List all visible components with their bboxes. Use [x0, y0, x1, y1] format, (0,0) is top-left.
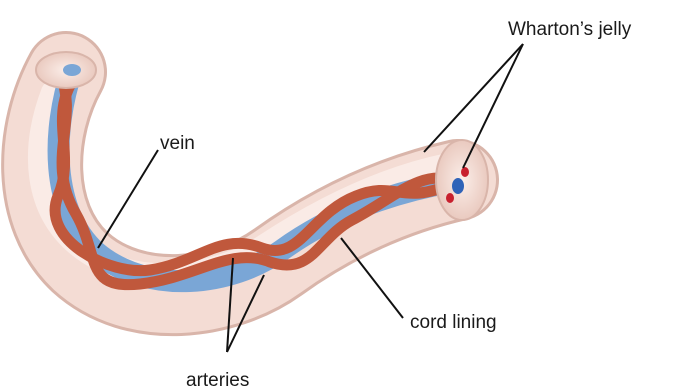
label-cord-lining: cord lining — [410, 313, 497, 332]
label-whartons-jelly: Wharton’s jelly — [508, 20, 631, 39]
cross-section-artery-1 — [461, 167, 469, 177]
label-vein: vein — [160, 134, 195, 153]
cross-section-vein — [452, 178, 464, 194]
label-arteries: arteries — [186, 371, 249, 390]
leader-line-vein — [98, 150, 158, 248]
leader-line-whartons-2 — [463, 44, 523, 168]
cord-cross-section — [436, 140, 488, 220]
cross-section-artery-2 — [446, 193, 454, 203]
top-end-vein — [63, 64, 81, 76]
leader-line-whartons-1 — [424, 44, 523, 152]
